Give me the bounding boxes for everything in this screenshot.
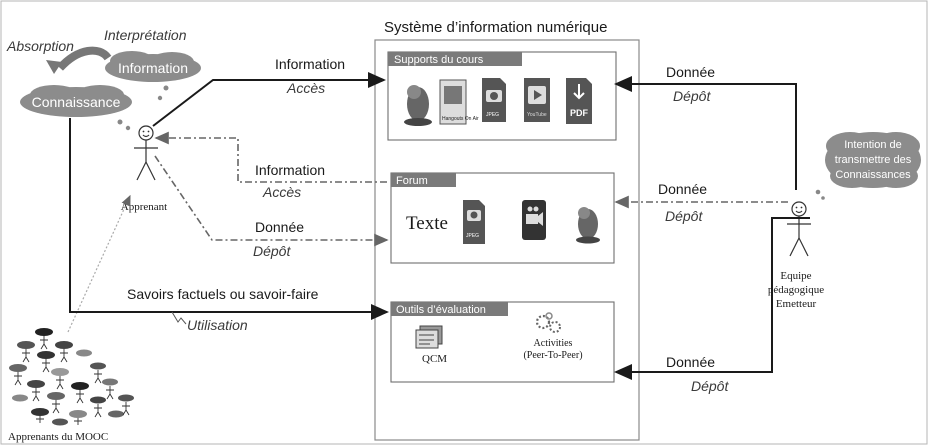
- video-camera-icon: [522, 200, 546, 240]
- pdf-caption: PDF: [570, 108, 589, 118]
- mooc-crowd: [9, 328, 134, 426]
- savoirs-label: Savoirs factuels ou savoir-faire: [127, 286, 319, 302]
- connaissance-cloud-label: Connaissance: [32, 94, 121, 110]
- connaissance-cloud: Connaissance: [20, 85, 132, 117]
- equipe-figure: [787, 201, 811, 257]
- absorption-label: Absorption: [6, 38, 74, 54]
- left-acces-1: Accès: [286, 80, 325, 96]
- left-information-2: Information: [255, 162, 325, 178]
- jpeg-caption-2: JPEG: [466, 233, 479, 239]
- forum-tab: [391, 173, 456, 187]
- outils-tab: [391, 302, 508, 316]
- mooc-label: Apprenants du MOOC: [8, 431, 108, 443]
- camera-jpeg-icon: JPEG: [482, 78, 506, 122]
- information-cloud: Information: [105, 51, 201, 82]
- left-information-1: Information: [275, 56, 345, 72]
- absorption-arrow: [57, 46, 112, 71]
- right-depot-1: Dépôt: [673, 88, 711, 104]
- activities-line-1: Activities: [534, 338, 573, 349]
- pdf-icon: PDF: [566, 78, 592, 124]
- information-acces-arrow: [152, 72, 386, 127]
- right-depot-3: Dépôt: [691, 378, 729, 394]
- supports-tab: [388, 52, 522, 66]
- absorption-arrowhead: [46, 60, 62, 74]
- equipe-label-3: Emetteur: [776, 298, 817, 310]
- left-acces-2: Accès: [262, 184, 301, 200]
- gears-icon: [535, 312, 561, 333]
- utilisation-arrow: [69, 118, 389, 320]
- left-depot: Dépôt: [253, 243, 291, 259]
- film-poster-icon: Hangouts On Air: [439, 79, 479, 125]
- activities-line-2: (Peer-To-Peer): [523, 350, 582, 361]
- poster-caption: Hangouts On Air: [442, 116, 479, 122]
- right-depot-arrow-3: [614, 217, 810, 380]
- equipe-label-1: Equipe: [780, 270, 811, 282]
- information-cloud-label: Information: [118, 60, 188, 76]
- equipe-thought-dots: [815, 189, 825, 200]
- youtube-caption: YouTube: [527, 112, 547, 118]
- equipe-label-2: pédagogique: [768, 284, 824, 296]
- camera-jpeg-icon-forum: JPEG: [463, 200, 485, 244]
- intention-line-2: transmettre des: [835, 154, 912, 166]
- apprenant-figure: [134, 125, 158, 181]
- apprenant-depot-arrow: [154, 155, 389, 247]
- intention-line-1: Intention de: [844, 139, 902, 151]
- forum-to-apprenant-arrow: [154, 131, 387, 183]
- right-depot-2: Dépôt: [665, 208, 703, 224]
- forum-tab-label: Forum: [396, 175, 428, 187]
- texte-label: Texte: [406, 213, 448, 234]
- outils-tab-label: Outils d’évaluation: [396, 304, 486, 316]
- system-title: Système d’information numérique: [384, 19, 607, 36]
- supports-tab-label: Supports du cours: [394, 54, 484, 66]
- forum-panel: Forum Texte JPEG: [390, 172, 615, 264]
- intention-line-3: Connaissances: [835, 169, 911, 181]
- intention-cloud: Intention de transmettre des Connaissanc…: [825, 132, 921, 188]
- qcm-label: QCM: [422, 353, 447, 365]
- crowd-link-arrow: [67, 194, 131, 333]
- interpretation-label: Interprétation: [104, 27, 187, 43]
- apprenant-label: Apprenant: [121, 201, 167, 213]
- outils-panel: Outils d’évaluation QCM Activities (Peer…: [390, 301, 615, 383]
- right-donnee-3: Donnée: [666, 354, 715, 370]
- qcm-icon: [415, 325, 443, 349]
- jpeg-caption-1: JPEG: [486, 112, 499, 118]
- parrot-icon-forum: [576, 207, 600, 244]
- right-donnee-1: Donnée: [666, 64, 715, 80]
- youtube-icon: YouTube: [524, 78, 550, 122]
- cursor-icon: [171, 311, 187, 325]
- supports-panel: Supports du cours Hangouts On Air JPEG Y…: [387, 51, 617, 141]
- left-donnee: Donnée: [255, 219, 304, 235]
- utilisation-label: Utilisation: [187, 317, 248, 333]
- right-depot-arrow-1: [614, 76, 797, 190]
- parrot-icon: [404, 85, 432, 126]
- thought-dots: [117, 85, 169, 131]
- right-donnee-2: Donnée: [658, 181, 707, 197]
